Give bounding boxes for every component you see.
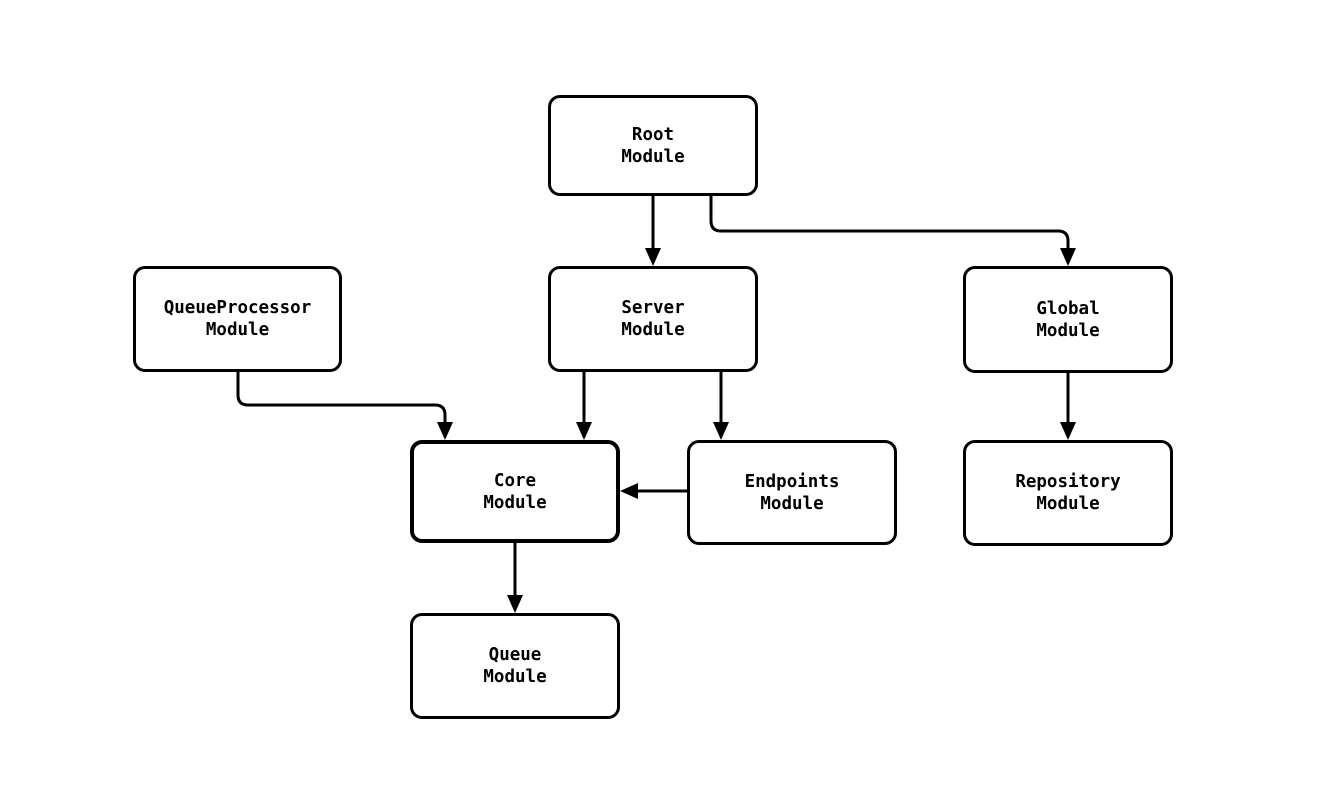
arrowhead xyxy=(437,422,453,440)
node-repository-module-label-line2: Module xyxy=(1036,494,1100,514)
node-repository-module-label-line1: Repository xyxy=(1015,472,1121,492)
node-queue-module[interactable]: Queue Module xyxy=(410,613,620,719)
arrowhead xyxy=(576,422,592,440)
node-queue-module-label-line2: Module xyxy=(483,667,547,687)
edge-global-to-repository xyxy=(1060,373,1076,440)
edge-queueprocessor-to-core xyxy=(236,372,453,440)
edge-root-to-server xyxy=(645,196,661,266)
node-queueprocessor-module-label-line1: QueueProcessor xyxy=(163,298,312,318)
node-core-module-label-line1: Core xyxy=(493,470,537,491)
node-global-module-label-line2: Module xyxy=(1036,320,1100,341)
node-core-module[interactable]: Core Module xyxy=(410,440,620,543)
node-server-module-label-line2: Module xyxy=(621,320,685,340)
node-server-module[interactable]: Server Module xyxy=(548,266,758,372)
node-queue-module-label-line1: Queue xyxy=(488,645,542,665)
node-root-module-label-line1: Root xyxy=(631,124,675,145)
node-queueprocessor-module[interactable]: QueueProcessor Module xyxy=(133,266,342,372)
node-global-module-label-line1: Global xyxy=(1036,298,1100,319)
arrowhead xyxy=(1060,422,1076,440)
edge-core-to-queue xyxy=(507,543,523,613)
node-server-module-label-line1: Server xyxy=(621,298,685,318)
arrowhead xyxy=(507,595,523,613)
node-endpoints-module[interactable]: Endpoints Module xyxy=(687,440,897,545)
arrowhead xyxy=(645,248,661,266)
node-core-module-label-line2: Module xyxy=(483,492,547,513)
arrowhead xyxy=(713,422,729,440)
node-queueprocessor-module-label-line2: Module xyxy=(205,320,270,340)
edge-endpoints-to-core xyxy=(620,483,687,499)
edge-server-to-core xyxy=(576,372,592,440)
edge-server-to-endpoints xyxy=(713,372,729,440)
node-endpoints-module-label-line1: Endpoints xyxy=(744,471,840,492)
arrowhead xyxy=(1060,248,1076,266)
node-root-module[interactable]: Root Module xyxy=(548,95,758,196)
arrowhead xyxy=(620,483,638,499)
node-repository-module[interactable]: Repository Module xyxy=(963,440,1173,546)
edge-root-to-global xyxy=(709,196,1076,266)
node-global-module[interactable]: Global Module xyxy=(963,266,1173,373)
node-root-module-label-line2: Module xyxy=(621,146,685,167)
node-endpoints-module-label-line2: Module xyxy=(760,493,824,514)
